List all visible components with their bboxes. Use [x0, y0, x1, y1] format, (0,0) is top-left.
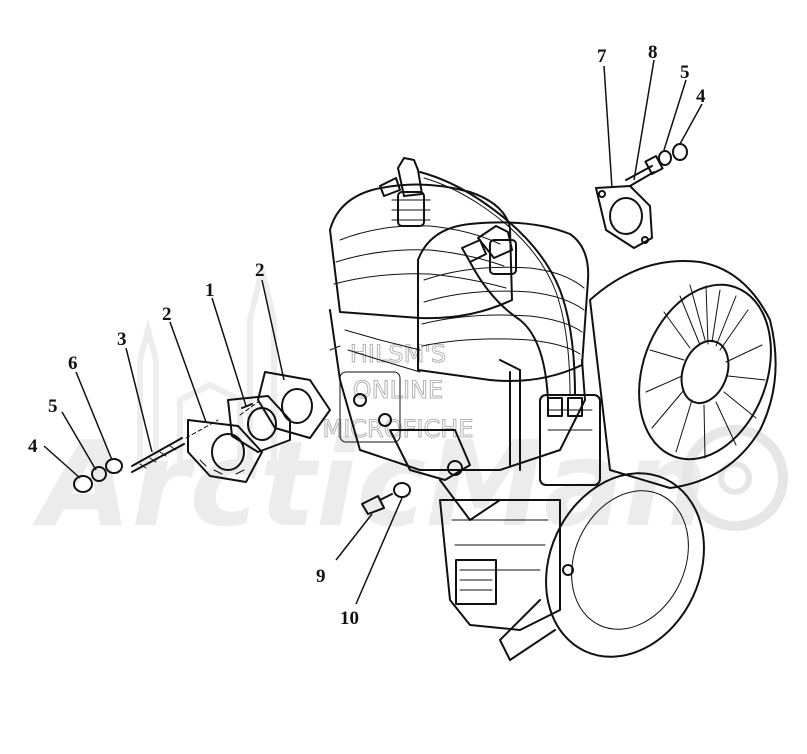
- washer-5-left: [91, 466, 107, 482]
- nut-4-left: [73, 475, 93, 493]
- callout-5-left: 5: [48, 396, 58, 417]
- callout-2-front: 2: [255, 260, 265, 281]
- watermark-hub-icon: [718, 461, 752, 495]
- washer-6: [105, 458, 123, 474]
- leader-lines: [43, 59, 703, 605]
- callout-7: 7: [597, 46, 607, 67]
- stud-3: [131, 437, 185, 473]
- watermark-wheel-icon: [682, 425, 788, 531]
- recoil-starter: [499, 472, 705, 661]
- spark-plug-wire-front: [469, 261, 549, 401]
- callout-10: 10: [340, 608, 359, 629]
- callout-9: 9: [316, 566, 326, 587]
- bolt-8: [625, 155, 664, 187]
- callout-labels: 1 2 2 3 6 5 4 7 8 5 4 9 10: [28, 42, 706, 629]
- intake-manifold: [389, 429, 501, 521]
- ignition-coil: [539, 394, 601, 486]
- cover-parts-exploded: [595, 143, 688, 249]
- callout-4-right: 4: [696, 86, 706, 107]
- callout-4-left: 4: [28, 436, 38, 457]
- callout-6: 6: [68, 353, 78, 374]
- front-cylinder-head: [417, 221, 590, 382]
- spark-plug-cap-front: [461, 225, 513, 263]
- spark-plug-cap-rear: [379, 157, 423, 197]
- spark-plug-wire-rear: [419, 171, 576, 396]
- washer-5-right: [658, 150, 672, 166]
- screw-9: [361, 493, 393, 515]
- fitting-parts-exploded: [361, 482, 411, 515]
- callout-8: 8: [648, 42, 658, 63]
- flange-1: [227, 395, 291, 453]
- watermark-line2: ONLINE: [353, 376, 443, 404]
- centerline-left: [329, 345, 341, 351]
- crankcase: [439, 499, 561, 631]
- callout-2-rear: 2: [162, 304, 172, 325]
- gasket-2-rear: [187, 419, 263, 483]
- intake-parts-exploded: [73, 345, 341, 493]
- callout-3: 3: [117, 329, 127, 350]
- fan-housing: [589, 260, 777, 489]
- engine-assembly: [329, 157, 777, 661]
- washer-10: [393, 482, 411, 498]
- watermark-castle-icon: [137, 269, 277, 470]
- nut-4-right: [672, 143, 688, 161]
- cover-plate-7: [595, 185, 653, 249]
- gasket-2-front: [257, 371, 331, 439]
- watermark: ArcticMan HILSM'S ONLINE MICROFICHE: [32, 269, 788, 553]
- callout-5-right: 5: [680, 62, 690, 83]
- callout-1: 1: [205, 280, 215, 301]
